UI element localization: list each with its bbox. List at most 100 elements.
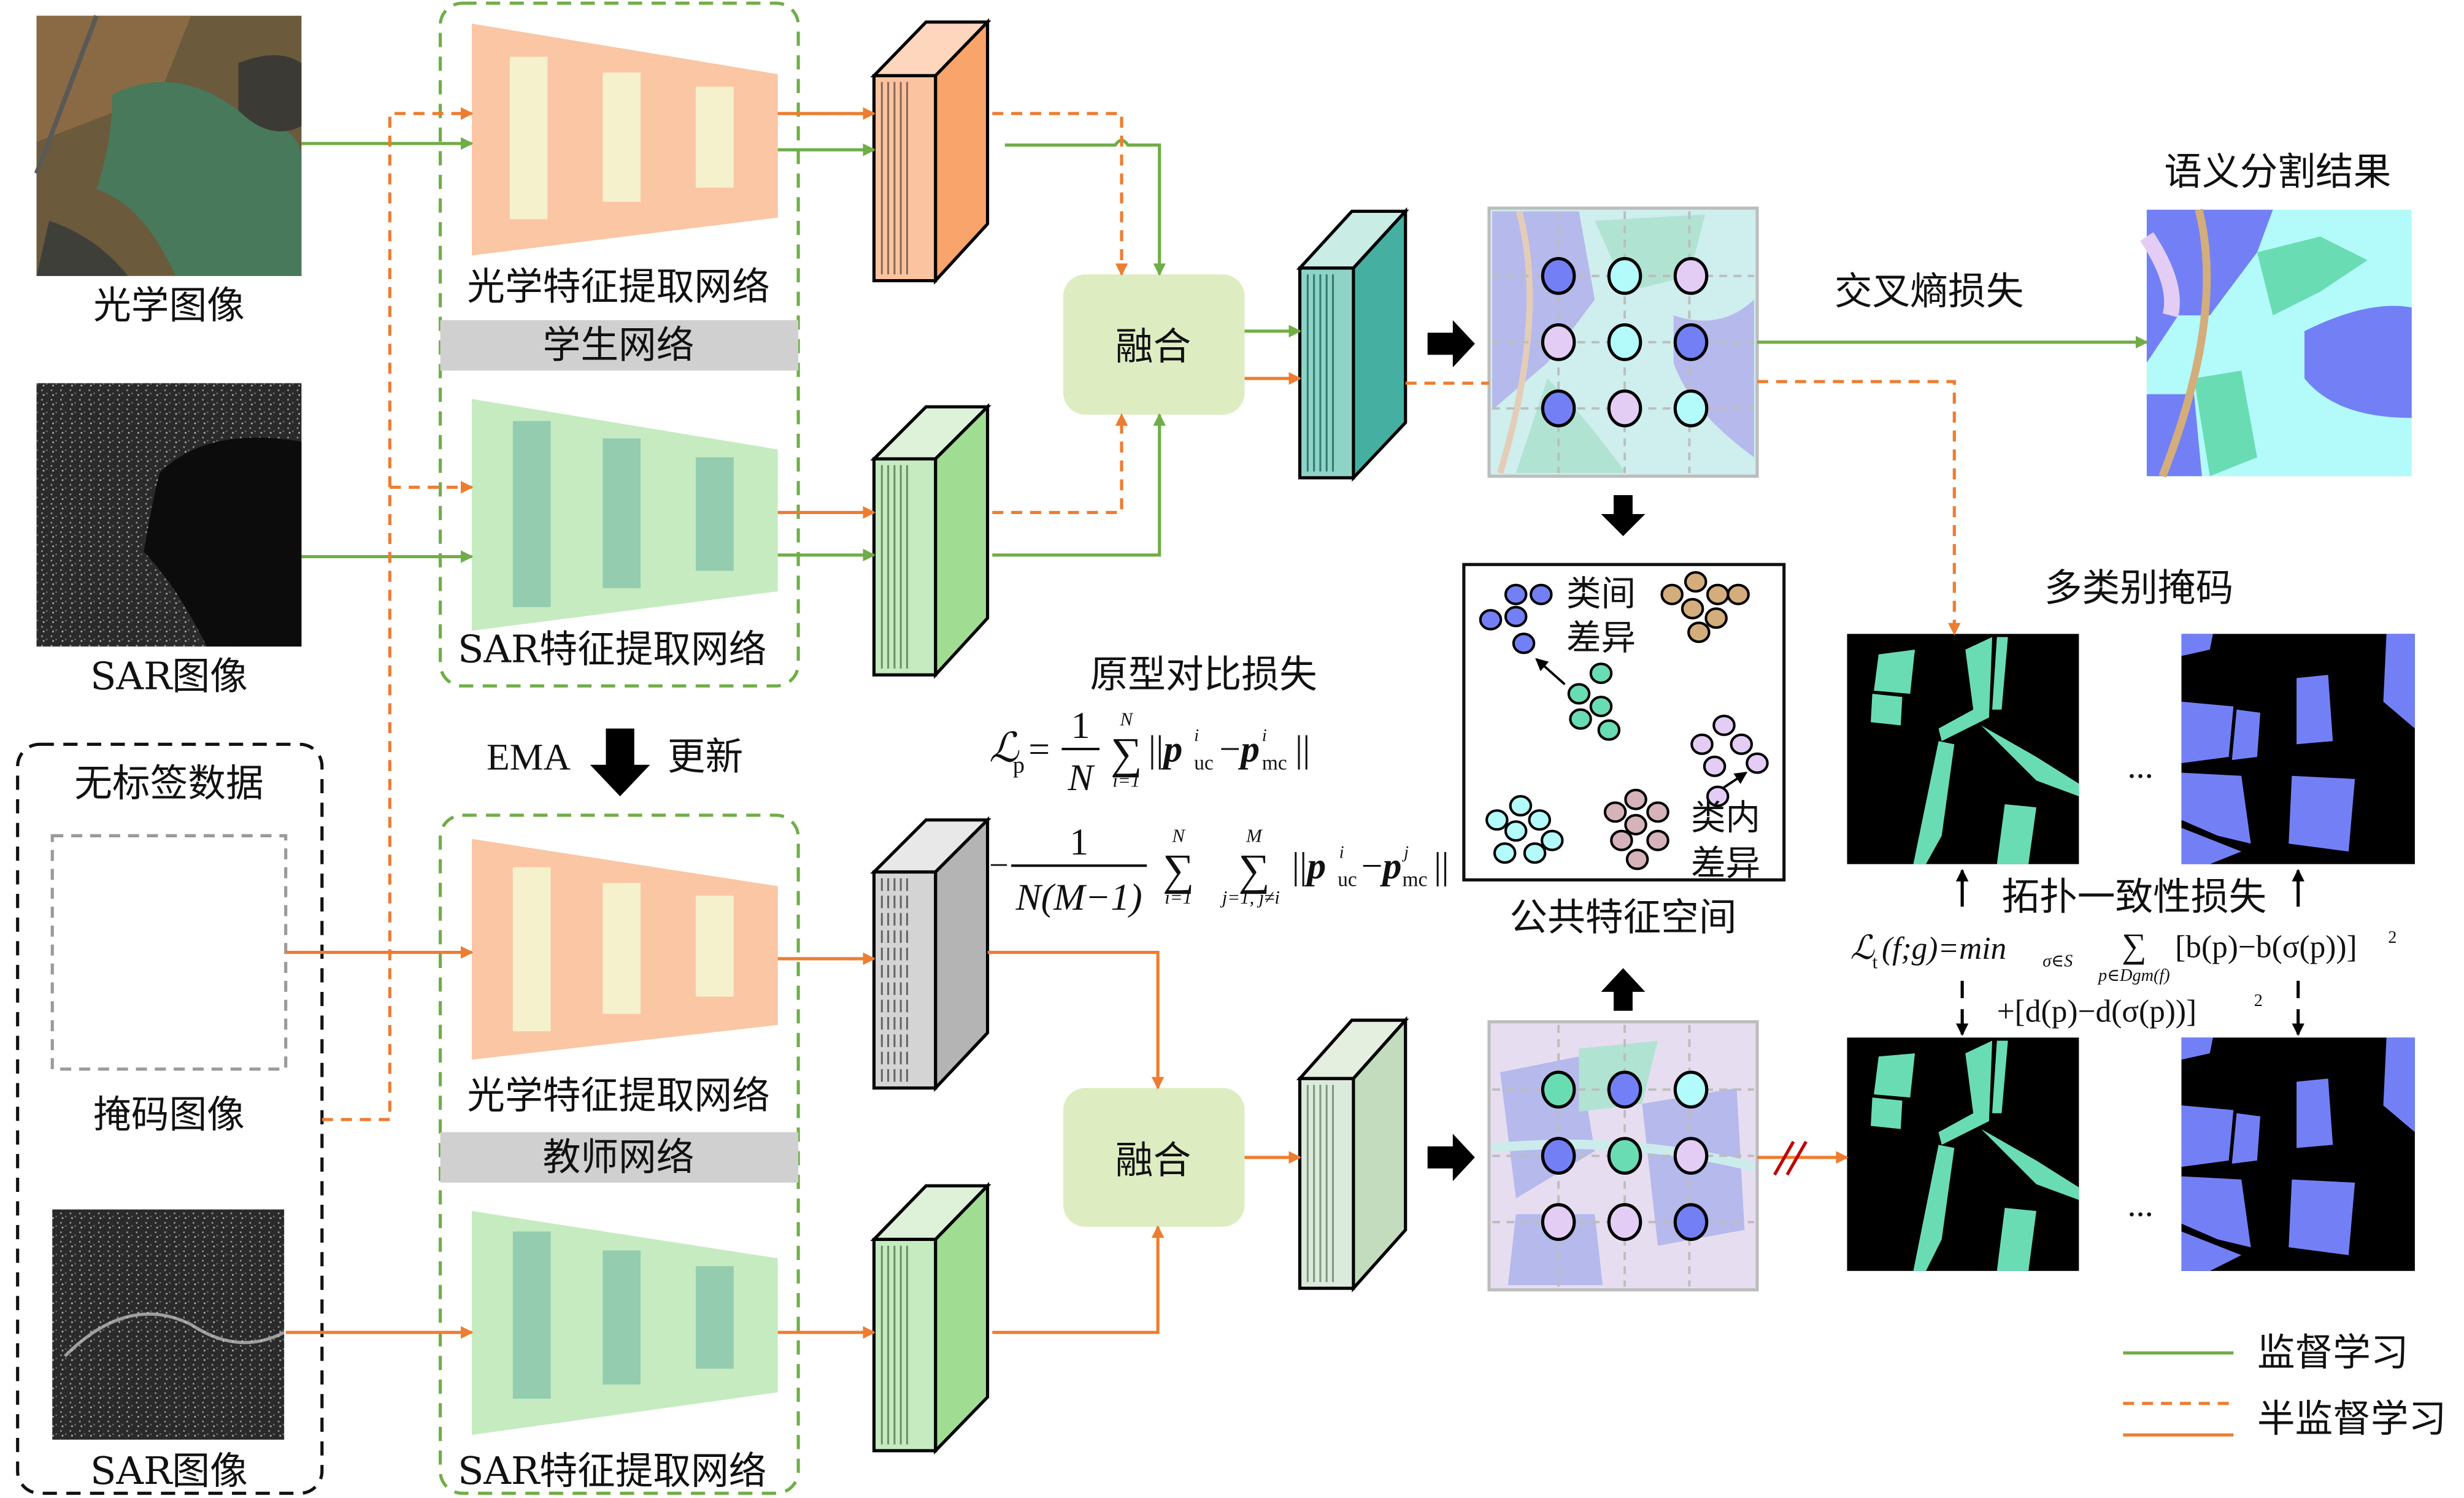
inter-class-label-2: 差异	[1566, 618, 1636, 658]
ellipsis-bottom: ...	[2127, 1186, 2153, 1224]
svg-text:i: i	[1194, 726, 1199, 745]
prototype-node	[1673, 389, 1709, 428]
svg-text:t: t	[1873, 951, 1878, 972]
fusion-block-bottom	[1063, 1088, 1245, 1227]
student-optical-encoder-label: 光学特征提取网络	[467, 264, 769, 309]
mask-bottom-class-n	[2181, 1037, 2415, 1271]
svg-text:∑: ∑	[1163, 845, 1194, 894]
optical-image-label: 光学图像	[93, 283, 245, 328]
fusion-bottom-label: 融合	[1115, 1138, 1191, 1182]
prototype-node	[1607, 256, 1642, 295]
semi-supervised-solid-connectors	[285, 107, 1849, 1339]
svg-text:i=1: i=1	[1112, 770, 1140, 791]
teacher-network-bar	[440, 1132, 799, 1183]
prototype-node	[1673, 1137, 1709, 1175]
svg-text:M: M	[1245, 826, 1263, 847]
intra-class-label-1: 类内	[1691, 798, 1760, 838]
svg-text:p∈Dgm(f): p∈Dgm(f)	[2097, 966, 2170, 985]
svg-text:2: 2	[2388, 928, 2397, 947]
svg-text:+[d(p)−d(σ(p))]: +[d(p)−d(σ(p))]	[1997, 994, 2196, 1029]
teacher-optical-feature-cube	[870, 816, 991, 1093]
optical-image	[34, 15, 302, 276]
update-label: 更新	[668, 734, 743, 778]
topology-loss-label: 拓扑一致性损失	[2001, 875, 2266, 919]
prototype-node	[1607, 389, 1642, 428]
ema-down-arrow-icon	[590, 728, 650, 797]
ellipsis-top: ...	[2127, 747, 2153, 785]
teacher-network-label: 教师网络	[543, 1135, 695, 1179]
svg-text:p: p	[1013, 753, 1025, 778]
sar-image-unlabeled-label: SAR图像	[90, 1449, 248, 1493]
svg-text:−p: −p	[1361, 845, 1402, 887]
svg-text:−: −	[989, 847, 1009, 885]
svg-text:σ∈S: σ∈S	[2042, 952, 2073, 971]
prototype-node	[1673, 1203, 1709, 1242]
prototype-loss-formula: ℒ p = 1 N N ∑ i=1 ||p i uc −p i mc || − …	[989, 705, 1449, 918]
student-sar-encoder-label: SAR特征提取网络	[458, 628, 766, 672]
svg-text:N(M−1): N(M−1)	[1015, 877, 1142, 918]
student-feature-map	[1487, 206, 1759, 478]
svg-text:N: N	[1171, 826, 1185, 847]
svg-text:ℒ: ℒ	[989, 726, 1020, 771]
svg-text:(f;g)=min: (f;g)=min	[1882, 931, 2006, 966]
cross-entropy-loss-label: 交叉熵损失	[1835, 269, 2023, 313]
right-arrow-icon	[1427, 1134, 1475, 1181]
svg-text:||p: ||p	[1149, 729, 1183, 770]
svg-text:j=1, j≠i: j=1, j≠i	[1220, 887, 1280, 908]
mask-bottom-class-1	[1847, 1037, 2079, 1271]
svg-text:uc: uc	[1194, 751, 1214, 774]
unlabeled-data-label: 无标签数据	[74, 761, 263, 805]
supervised-connectors	[301, 137, 2149, 563]
multi-class-mask-label: 多类别掩码	[2044, 566, 2233, 610]
student-sar-feature-cube	[870, 402, 991, 679]
legend-supervised-label: 监督学习	[2257, 1331, 2409, 1375]
mask-top-class-1	[1847, 634, 2079, 864]
prototype-node	[1541, 256, 1576, 295]
inter-class-label-1: 类间	[1566, 574, 1636, 614]
svg-text:uc: uc	[1338, 869, 1357, 891]
topology-loss-formula: ℒ t (f;g)=min σ∈S ∑ p∈Dgm(f) [b(p)−b(σ(p…	[1850, 927, 2397, 1029]
fusion-top-label: 融合	[1115, 325, 1191, 369]
sar-image	[36, 383, 302, 647]
student-network-bar	[440, 320, 799, 371]
prototype-node	[1607, 1070, 1642, 1109]
common-feature-space-label: 公共特征空间	[1509, 896, 1736, 940]
prototype-node	[1673, 256, 1709, 295]
segmentation-result-image	[2140, 209, 2412, 478]
teacher-sar-feature-cube	[870, 1181, 991, 1455]
down-arrow-icon	[1601, 495, 1646, 536]
svg-text:i: i	[1339, 843, 1344, 862]
prototype-node	[1607, 1203, 1642, 1242]
prototype-node	[1541, 1203, 1576, 1242]
legend: 监督学习 半监督学习	[2123, 1331, 2446, 1441]
svg-text:2: 2	[2254, 991, 2263, 1010]
svg-text:∑: ∑	[1238, 845, 1269, 894]
prototype-node	[1673, 323, 1709, 361]
svg-text:mc: mc	[1262, 751, 1287, 774]
teacher-optical-encoder-label: 光学特征提取网络	[467, 1074, 769, 1118]
svg-text:N: N	[1119, 709, 1133, 729]
ema-label: EMA	[487, 736, 571, 778]
topology-down-arrows	[1955, 980, 2304, 1036]
svg-text:i: i	[1262, 726, 1267, 745]
fusion-block-top	[1063, 274, 1245, 415]
up-arrow-icon	[1601, 968, 1646, 1011]
prototype-node	[1607, 1137, 1642, 1175]
prototype-node	[1673, 1070, 1709, 1109]
mask-top-class-n	[2181, 634, 2415, 864]
svg-text:||: ||	[1434, 845, 1449, 887]
prototype-node	[1541, 389, 1576, 428]
feature-clusters	[1479, 571, 1769, 870]
mask-image-placeholder	[50, 834, 288, 1071]
svg-text:1: 1	[1071, 705, 1090, 747]
teacher-fused-feature-cube	[1296, 1016, 1409, 1293]
sar-image-unlabeled	[52, 1209, 285, 1440]
prototype-node	[1541, 1137, 1576, 1175]
student-optical-feature-cube	[870, 18, 991, 285]
svg-text:N: N	[1068, 757, 1095, 799]
prototype-node	[1607, 323, 1642, 361]
student-network-label: 学生网络	[543, 323, 695, 367]
prototype-loss-label: 原型对比损失	[1090, 653, 1317, 697]
svg-text:||: ||	[1295, 729, 1311, 770]
